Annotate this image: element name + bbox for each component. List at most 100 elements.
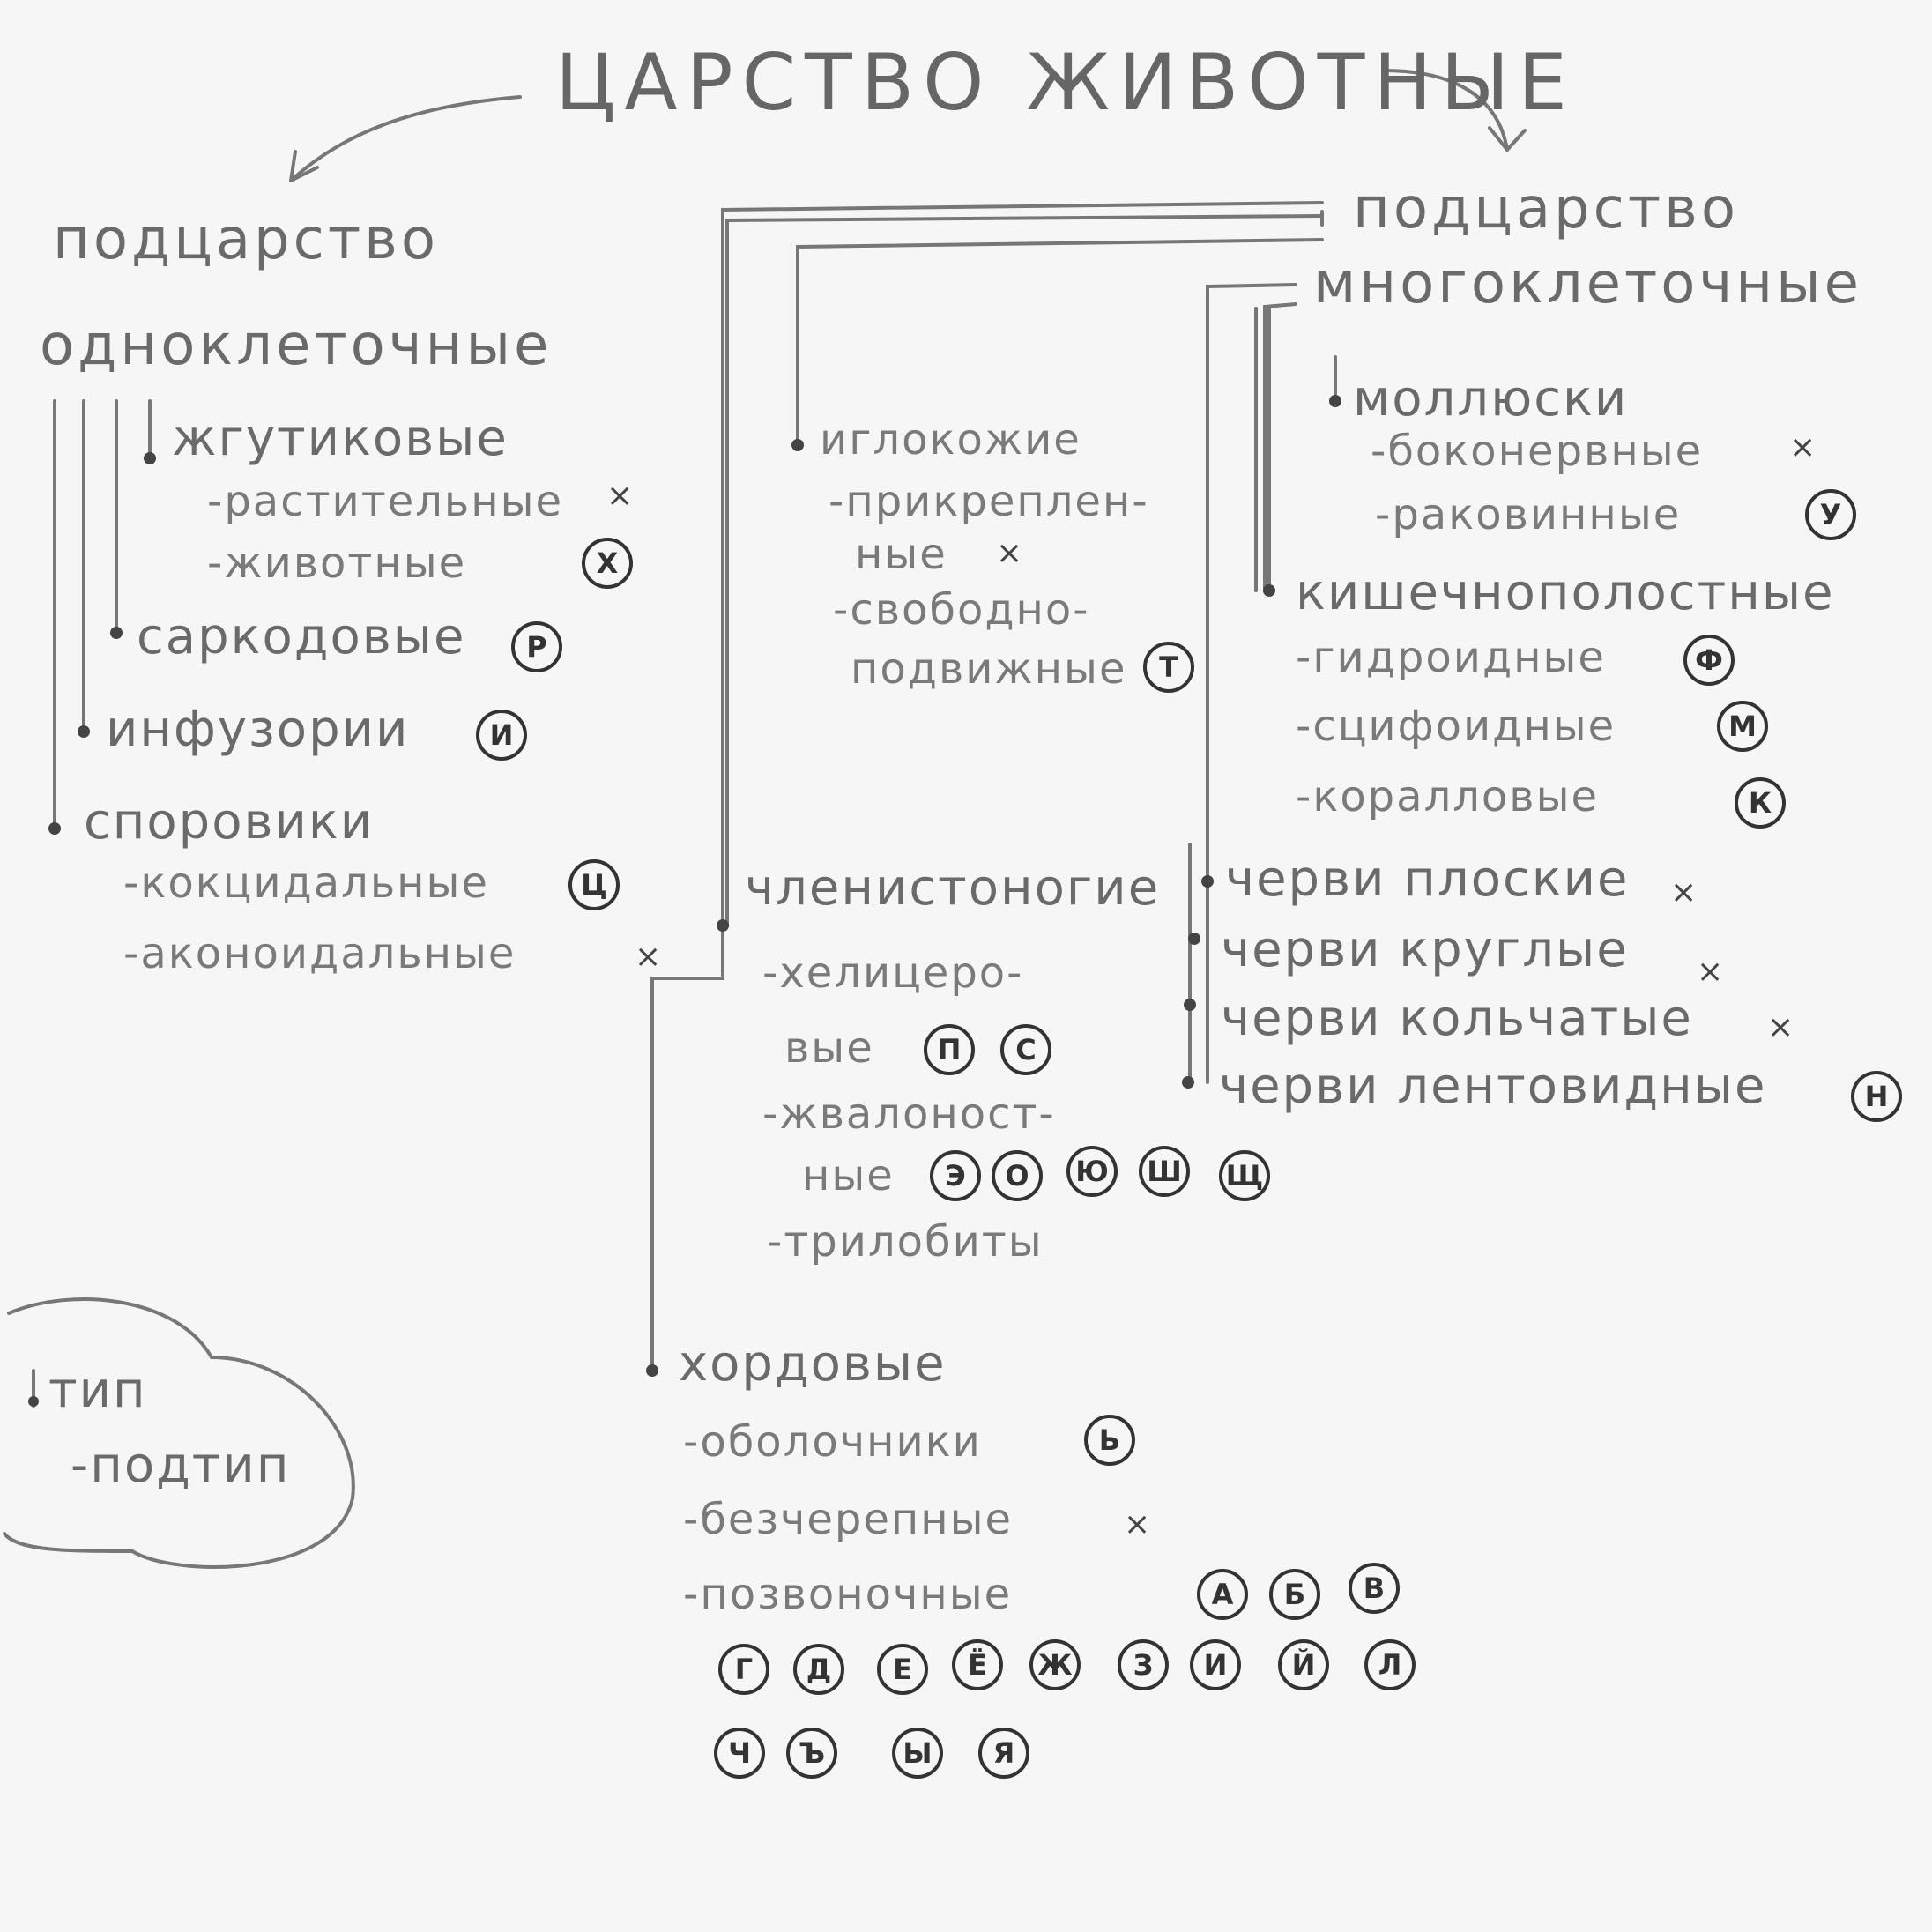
- connector-coelenterates: [1263, 302, 1297, 592]
- node-dot: [1201, 875, 1214, 888]
- type-ciliates: инфузории: [106, 701, 410, 758]
- node-dot: [48, 822, 61, 835]
- type-chordates: хордовые: [679, 1335, 947, 1393]
- letter-circle: Й: [1278, 1639, 1329, 1690]
- arrow-right-head: [1488, 126, 1527, 152]
- node-dot: [28, 1396, 39, 1407]
- subtype-crinozoa-line2: ные: [855, 530, 947, 579]
- letter-circle: З: [1118, 1639, 1169, 1690]
- subtype-trilobites: -трилобиты: [767, 1217, 1044, 1267]
- node-dot: [791, 439, 804, 451]
- subtype-scyphozoa: -сцифоидные: [1296, 702, 1616, 751]
- mark-x: ×: [996, 535, 1023, 571]
- legend-cloud: [3, 1297, 355, 1569]
- legend-subtype-label: -подтип: [71, 1437, 291, 1494]
- letter-circle: У: [1805, 489, 1856, 540]
- letter-circle: Р: [511, 621, 562, 672]
- letter-circle: Т: [1143, 642, 1194, 693]
- letter-circle: Б: [1269, 1569, 1320, 1620]
- subtype-chelicerata-line2: вые: [784, 1023, 874, 1073]
- node-dot: [144, 452, 156, 464]
- node-dot: [110, 627, 123, 639]
- letter-circle: Х: [582, 538, 633, 589]
- letter-circle: Ю: [1066, 1146, 1118, 1197]
- type-arthropods: членистоногие: [745, 859, 1161, 917]
- letter-circle: Ъ: [786, 1728, 837, 1779]
- letter-circle: Г: [718, 1644, 769, 1695]
- arrow-right: [1382, 69, 1509, 152]
- node-dot: [1182, 1076, 1194, 1089]
- mark-x: ×: [1670, 874, 1698, 910]
- connector-arthropods: [721, 214, 1324, 927]
- subtype-tunicates: -оболочники: [683, 1417, 982, 1467]
- letter-circle: Ж: [1029, 1639, 1081, 1690]
- left-heading-2: одноклеточные: [40, 313, 553, 378]
- node-dot: [1263, 584, 1275, 597]
- subtype-mandibulata-line1: -жвалоност-: [762, 1089, 1056, 1139]
- node-dot: [717, 919, 729, 932]
- letter-circle: С: [1000, 1024, 1051, 1075]
- subtype-aconoidasida: -аконоидальные: [123, 929, 516, 978]
- subtype-animal-flagellates: -животные: [207, 539, 467, 588]
- letter-circle: Ш: [1139, 1146, 1190, 1197]
- letter-circle: Щ: [1219, 1150, 1270, 1201]
- subtype-loricifera: -боконервные: [1371, 427, 1704, 476]
- subtype-coccidia: -кокцидальные: [123, 858, 489, 908]
- connector-echinoderms: [796, 238, 1324, 447]
- letter-circle: Д: [793, 1644, 844, 1695]
- letter-circle: А: [1197, 1569, 1248, 1620]
- letter-circle: В: [1349, 1563, 1400, 1614]
- mark-x: ×: [1124, 1506, 1151, 1542]
- type-flatworms: черви плоские: [1225, 851, 1630, 908]
- letter-circle: И: [476, 710, 527, 761]
- subtype-anthozoa: -коралловые: [1296, 772, 1600, 821]
- letter-circle: Я: [978, 1728, 1029, 1779]
- letter-circle: Ч: [714, 1728, 765, 1779]
- letter-circle: Ц: [568, 859, 620, 910]
- mark-x: ×: [1789, 429, 1817, 465]
- subtype-crinozoa-line1: -прикреплен-: [829, 477, 1149, 526]
- mark-x: ×: [1697, 954, 1724, 990]
- type-sporozoa: споровики: [84, 793, 375, 851]
- subtype-eleutherozoa-line2: подвижные: [851, 644, 1127, 694]
- letter-circle: Ё: [952, 1639, 1003, 1690]
- node-dot: [78, 725, 90, 738]
- node-dot: [646, 1364, 658, 1377]
- right-heading-2: многоклеточные: [1313, 251, 1862, 316]
- node-dot: [1188, 933, 1200, 945]
- type-roundworms: черви круглые: [1221, 921, 1629, 978]
- subtype-cephalochordates: -безчерепные: [683, 1495, 1014, 1544]
- mark-x: ×: [1767, 1009, 1795, 1045]
- letter-circle: Ь: [1084, 1415, 1135, 1466]
- subtype-mandibulata-line2: ные: [802, 1151, 895, 1200]
- letter-circle: Ы: [892, 1728, 943, 1779]
- subtype-chelicerata-line1: -хелицеро-: [762, 948, 1024, 998]
- node-dot: [1184, 999, 1196, 1011]
- type-annelids: черви кольчатые: [1221, 990, 1693, 1047]
- type-coelenterates: кишечнополостные: [1296, 564, 1835, 621]
- subtype-conchifera: -раковинные: [1375, 490, 1682, 539]
- type-flagellates: жгутиковые: [172, 410, 509, 467]
- subtype-plant-flagellates: -растительные: [207, 477, 564, 526]
- legend-type-label: тип: [48, 1362, 147, 1419]
- subtype-eleutherozoa-line1: -свободно-: [833, 585, 1090, 635]
- type-sarcodina: саркодовые: [137, 608, 466, 665]
- type-molluscs: моллюски: [1353, 370, 1629, 427]
- letter-circle: О: [992, 1150, 1043, 1201]
- type-echinoderms: иглокожие: [820, 415, 1081, 464]
- letter-circle: К: [1735, 777, 1786, 829]
- page-title: ЦАРСТВО ЖИВОТНЫЕ: [555, 37, 1576, 128]
- arrow-left-head: [289, 150, 319, 182]
- letter-circle: М: [1717, 701, 1768, 752]
- connector-worms: [1206, 283, 1297, 1084]
- letter-circle: Е: [877, 1644, 928, 1695]
- subtype-hydrozoa: -гидроидные: [1296, 633, 1606, 682]
- letter-circle: П: [924, 1024, 975, 1075]
- letter-circle: Л: [1364, 1639, 1416, 1690]
- letter-circle: Ф: [1683, 635, 1735, 686]
- letter-circle: Э: [930, 1150, 981, 1201]
- node-dot: [1329, 395, 1341, 407]
- arrow-left: [289, 95, 522, 182]
